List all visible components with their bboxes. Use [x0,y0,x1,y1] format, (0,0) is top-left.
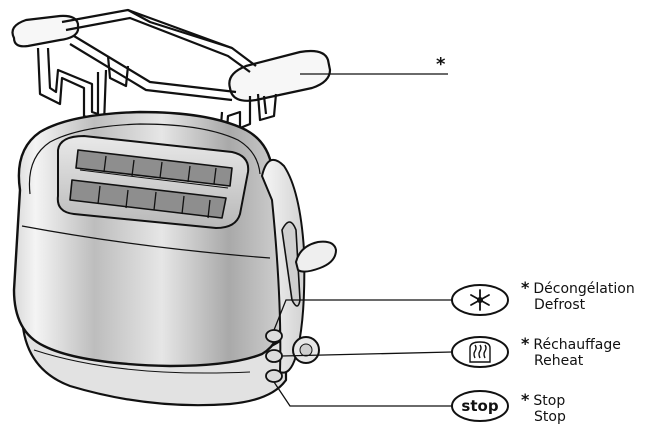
toaster-lever[interactable] [295,240,337,273]
callout-reheat-badge [451,336,509,368]
leader-defrost [273,299,452,331]
stop-badge-text: stop [461,397,498,415]
callout-stop-badge: stop [451,390,509,422]
side-button-reheat[interactable] [265,349,283,363]
callout-defrost-badge [451,284,509,316]
defrost-label-fr: Décongélation [533,281,635,297]
stop-marker: * [521,390,530,409]
leader-stop [273,381,452,407]
stop-label-fr: Stop [533,393,566,409]
snowflake-icon [470,289,490,311]
reheat-marker: * [521,334,530,353]
stop-label-en: Stop [534,409,566,425]
side-button-defrost[interactable] [265,329,283,343]
rack-marker: * [436,54,446,75]
reheat-label-en: Reheat [534,353,584,369]
reheat-icon [469,341,491,363]
toaster-side-panel [261,158,306,374]
toaster [12,110,337,407]
rack-right-handle [228,49,332,102]
reheat-label-fr: Réchauffage [533,337,621,353]
callout-stop: *Stop Stop [521,390,566,426]
toaster-slot-2 [69,179,227,219]
defrost-marker: * [521,278,530,297]
callout-reheat: *Réchauffage Reheat [521,334,621,370]
side-button-stop[interactable] [265,369,283,383]
callout-defrost: *Décongélation Defrost [521,278,635,314]
leader-reheat [281,351,453,357]
defrost-label-en: Defrost [534,297,586,313]
bun-rack [11,8,332,152]
toaster-slot-1 [75,149,233,187]
callout-leaders [273,299,453,407]
